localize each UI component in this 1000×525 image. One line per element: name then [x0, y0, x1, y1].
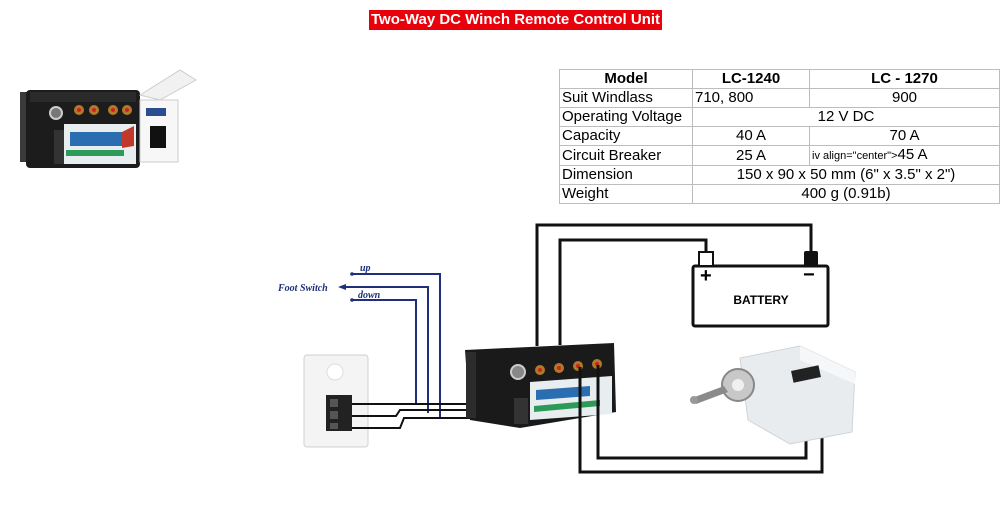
product-photo — [20, 69, 197, 168]
header-lc1270: LC - 1270 — [809, 69, 1000, 89]
wire-battery-positive — [558, 238, 708, 345]
table-row: Circuit Breaker 25 A iv align="center">4… — [559, 145, 1000, 166]
arrow-icon — [338, 284, 346, 290]
down-label: down — [358, 290, 381, 301]
wire-common — [344, 286, 429, 413]
row-label: Capacity — [559, 126, 693, 146]
up-label: up — [360, 263, 371, 274]
cell-shared: 400 g (0.91b) — [692, 184, 1000, 204]
wire-motor-a — [596, 365, 808, 460]
wire-motor-b — [578, 367, 824, 474]
wire-up — [352, 273, 441, 418]
cell-lc1270: 900 — [809, 88, 1000, 108]
spec-table: Model LC-1240 LC - 1270 Suit Windlass 71… — [559, 69, 1000, 204]
table-row: Dimension 150 x 90 x 50 mm (6" x 3.5" x … — [559, 165, 1000, 185]
row-label: Circuit Breaker — [559, 145, 693, 166]
row-label: Dimension — [559, 165, 693, 185]
foot-switch-label: Foot Switch — [277, 283, 328, 294]
cell-shared: 12 V DC — [692, 107, 1000, 127]
wire-down — [352, 299, 417, 404]
cell-lc1270-value: 45 A — [897, 146, 928, 163]
table-row: Suit Windlass 710, 800 900 — [559, 88, 1000, 108]
table-row: Operating Voltage 12 V DC — [559, 107, 1000, 127]
control-wires — [344, 273, 441, 418]
cell-lc1270: iv align="center">45 A — [809, 145, 1000, 166]
header-model: Model — [559, 69, 693, 89]
windlass-motor — [690, 345, 856, 445]
power-wires — [535, 223, 824, 474]
cell-shared: 150 x 90 x 50 mm (6" x 3.5" x 2") — [692, 165, 1000, 185]
stray-html-text: iv align="center"> — [812, 150, 898, 162]
row-label: Suit Windlass — [559, 88, 693, 108]
row-label: Weight — [559, 184, 693, 204]
row-label: Operating Voltage — [559, 107, 693, 127]
cell-lc1270: 70 A — [809, 126, 1000, 146]
cell-lc1240: 710, 800 — [692, 88, 810, 108]
cell-lc1240: 25 A — [692, 145, 810, 166]
header-lc1240: LC-1240 — [692, 69, 810, 89]
battery-minus-icon: − — [803, 264, 815, 286]
cell-lc1240: 40 A — [692, 126, 810, 146]
battery: + − BATTERY — [691, 251, 830, 328]
controller-unit — [465, 343, 616, 428]
foot-switch-plate — [303, 354, 369, 448]
wire-battery-negative — [535, 223, 813, 346]
table-row: Capacity 40 A 70 A — [559, 126, 1000, 146]
battery-plus-icon: + — [700, 265, 712, 287]
page-title: Two-Way DC Winch Remote Control Unit — [369, 10, 663, 30]
table-row: Weight 400 g (0.91b) — [559, 184, 1000, 204]
switch-wires — [352, 403, 516, 429]
battery-label: BATTERY — [733, 293, 788, 307]
table-header-row: Model LC-1240 LC - 1270 — [559, 69, 1000, 89]
